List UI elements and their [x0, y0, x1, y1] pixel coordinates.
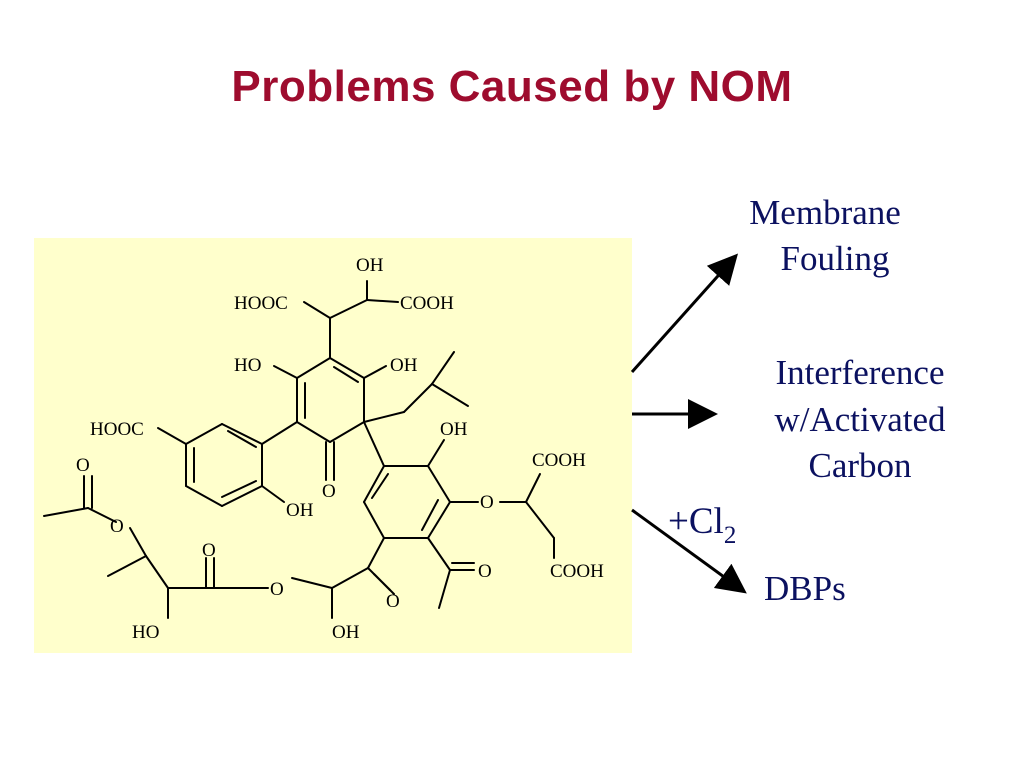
molecule-atom-labels: OH HOOC COOH HO OH HOOC OH O OH O O COOH…	[76, 255, 604, 643]
label-o-acetyl-right: O	[478, 561, 492, 582]
reagent-prefix: +Cl	[668, 501, 724, 542]
label-o-ether-2: O	[480, 492, 494, 513]
reagent-subscript: 2	[723, 522, 737, 549]
interference-line-3: Carbon	[808, 446, 912, 486]
nom-molecule-panel: OH HOOC COOH HO OH HOOC OH O OH O O COOH…	[34, 238, 632, 653]
nom-structure-diagram: OH HOOC COOH HO OH HOOC OH O OH O O COOH…	[43, 255, 604, 643]
label-o-ketone: O	[322, 481, 336, 502]
membrane-line-2: Fouling	[780, 238, 890, 278]
arrow-to-membrane-fouling	[630, 253, 739, 374]
label-ho-1: HO	[234, 355, 261, 376]
interference-line-1: Interference	[775, 353, 945, 392]
membrane-line-1: Membrane	[749, 193, 901, 232]
outcome-interference: Interference w/Activated Carbon	[740, 350, 980, 490]
interference-line-2: w/Activated	[774, 399, 946, 439]
label-oh-top: OH	[356, 255, 384, 276]
label-cooh-3: COOH	[550, 561, 604, 582]
label-oh-2: OH	[440, 419, 468, 440]
label-oh-1: OH	[390, 355, 418, 376]
label-o-ester-link: O	[270, 579, 284, 600]
slide-title: Problems Caused by NOM	[231, 62, 793, 111]
label-o-ketone-2: O	[386, 591, 400, 612]
label-oh-4: OH	[332, 622, 360, 643]
molecule-bonds	[43, 280, 555, 619]
label-hooc-2: HOOC	[90, 419, 144, 440]
reagent-chlorine: +Cl2	[668, 500, 736, 549]
label-hooc-1: HOOC	[234, 293, 288, 314]
outcome-dbps: DBPs	[764, 569, 846, 608]
arrow-to-dbps	[631, 508, 747, 594]
outcome-membrane-fouling: Membrane Fouling	[720, 190, 930, 281]
label-o-acetyl-top: O	[76, 455, 90, 476]
label-cooh-2: COOH	[532, 450, 586, 471]
label-ho-2: HO	[132, 622, 159, 643]
label-o-ether-1: O	[110, 516, 124, 537]
label-cooh-1: COOH	[400, 293, 454, 314]
label-oh-3: OH	[286, 500, 314, 521]
label-o-ester: O	[202, 540, 216, 561]
